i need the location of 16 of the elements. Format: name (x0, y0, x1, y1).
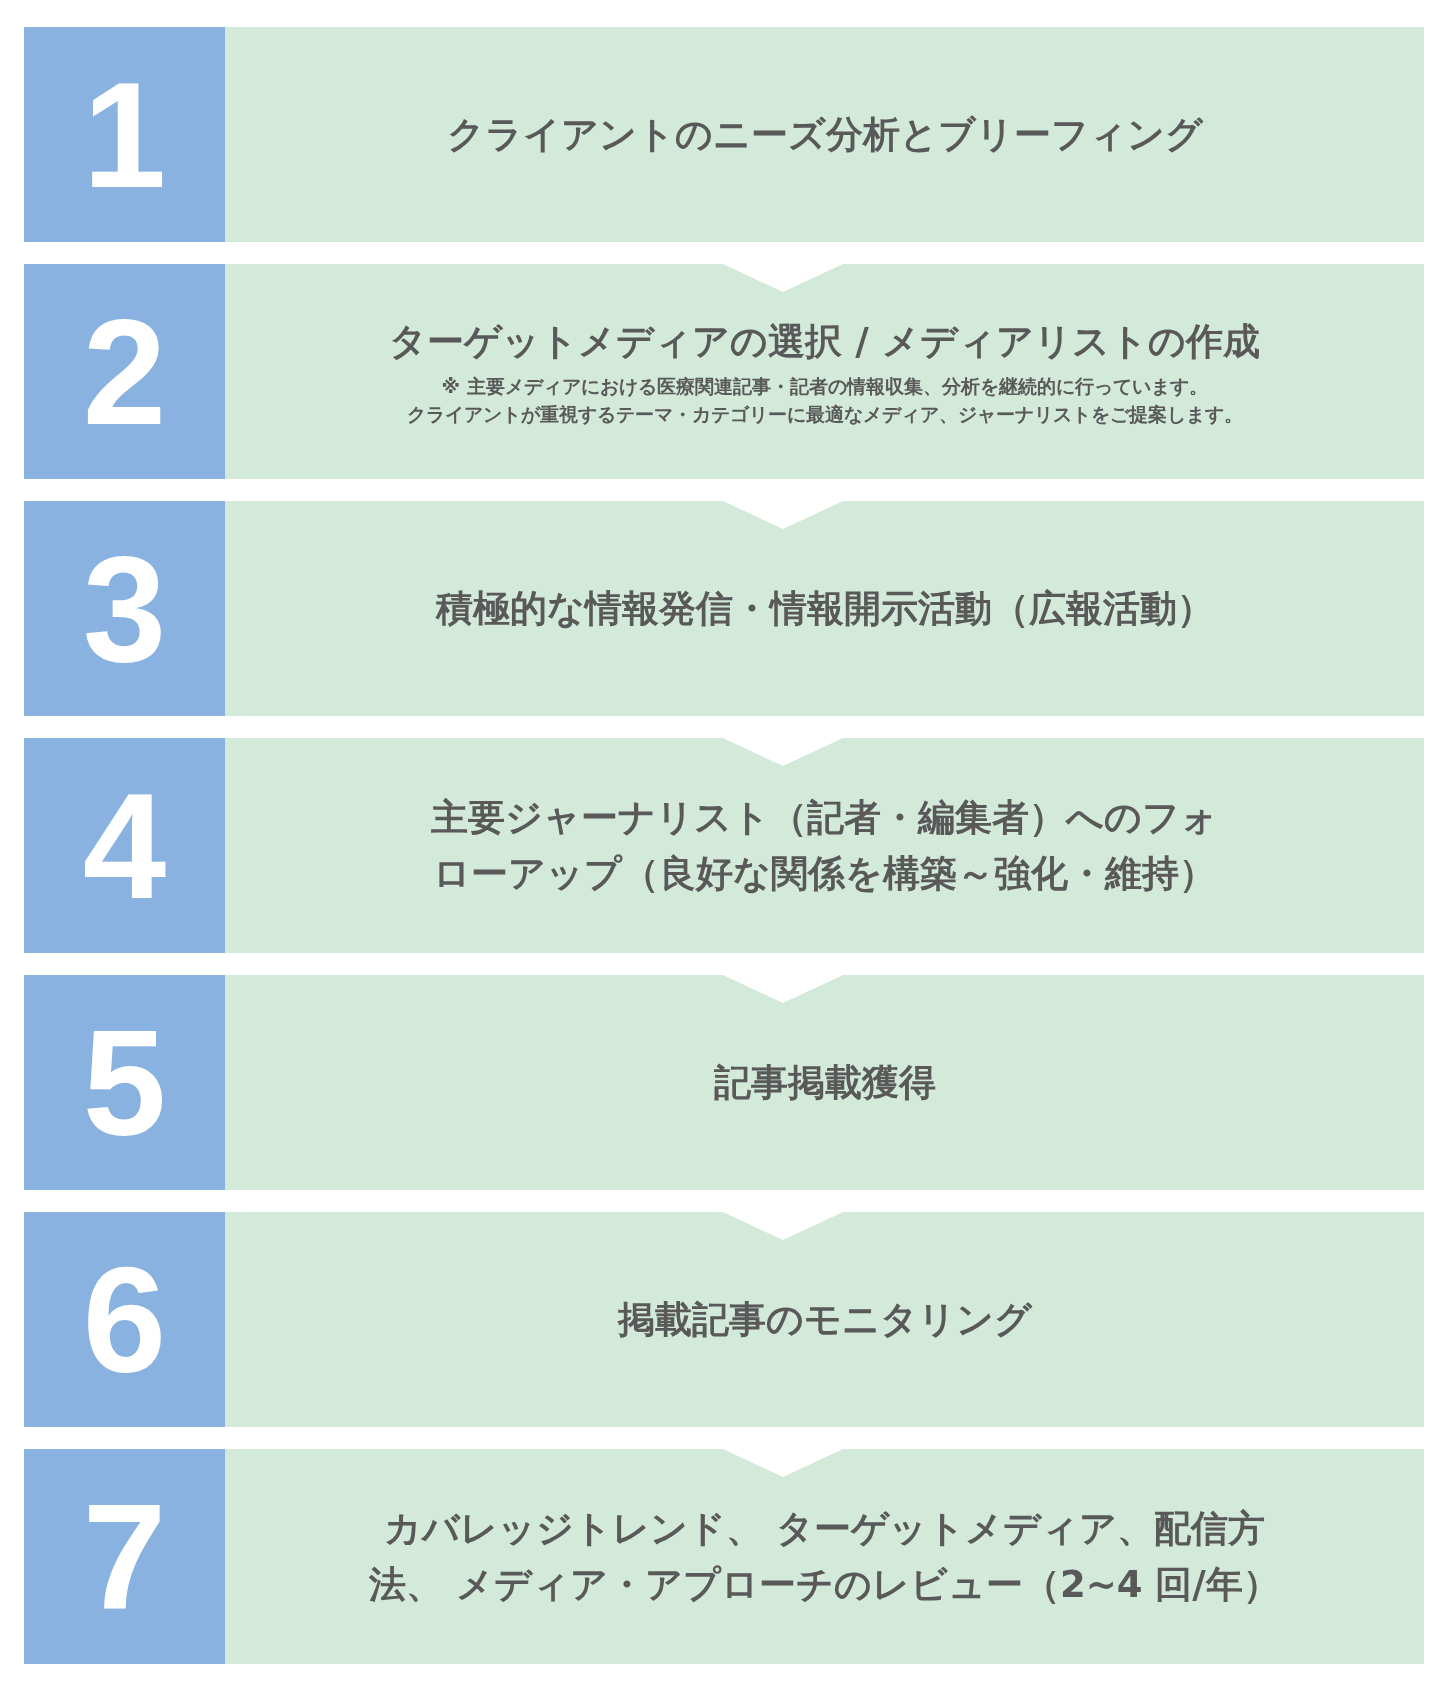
step-title: 掲載記事のモニタリング (617, 1296, 1032, 1343)
step-note: クライアントが重視するテーマ・カテゴリーに最適なメディア、ジャーナリストをご提案します。 (406, 402, 1243, 428)
step-title: 主要ジャーナリスト（記者・編集者）へのフォローアップ（良好な関係を構築～強化・維持） (430, 795, 1219, 897)
step-number-panel: 6 (24, 1212, 225, 1427)
step-title: 記事掲載獲得 (713, 1059, 936, 1106)
step-title: カバレッジトレンド、 ターゲットメディア、配信方法、 メディア・アプローチのレビュー（2~4 回/年） (368, 1506, 1281, 1608)
step-number-panel: 7 (24, 1449, 225, 1664)
step-number-panel: 5 (24, 975, 225, 1190)
step-title: ターゲットメディアの選択 / メディアリストの作成 (389, 319, 1260, 366)
step-number-panel: 1 (24, 27, 225, 242)
step-number-panel: 4 (24, 738, 225, 953)
step-title: 積極的な情報発信・情報開示活動（広報活動） (435, 585, 1214, 632)
step-note: ※ 主要メディアにおける医療関連記事・記者の情報収集、分析を継続的に行っています。 (441, 373, 1208, 399)
step-title: クライアントのニーズ分析とブリーフィング (446, 111, 1203, 158)
step-number-panel: 3 (24, 501, 225, 716)
step-number-panel: 2 (24, 264, 225, 479)
